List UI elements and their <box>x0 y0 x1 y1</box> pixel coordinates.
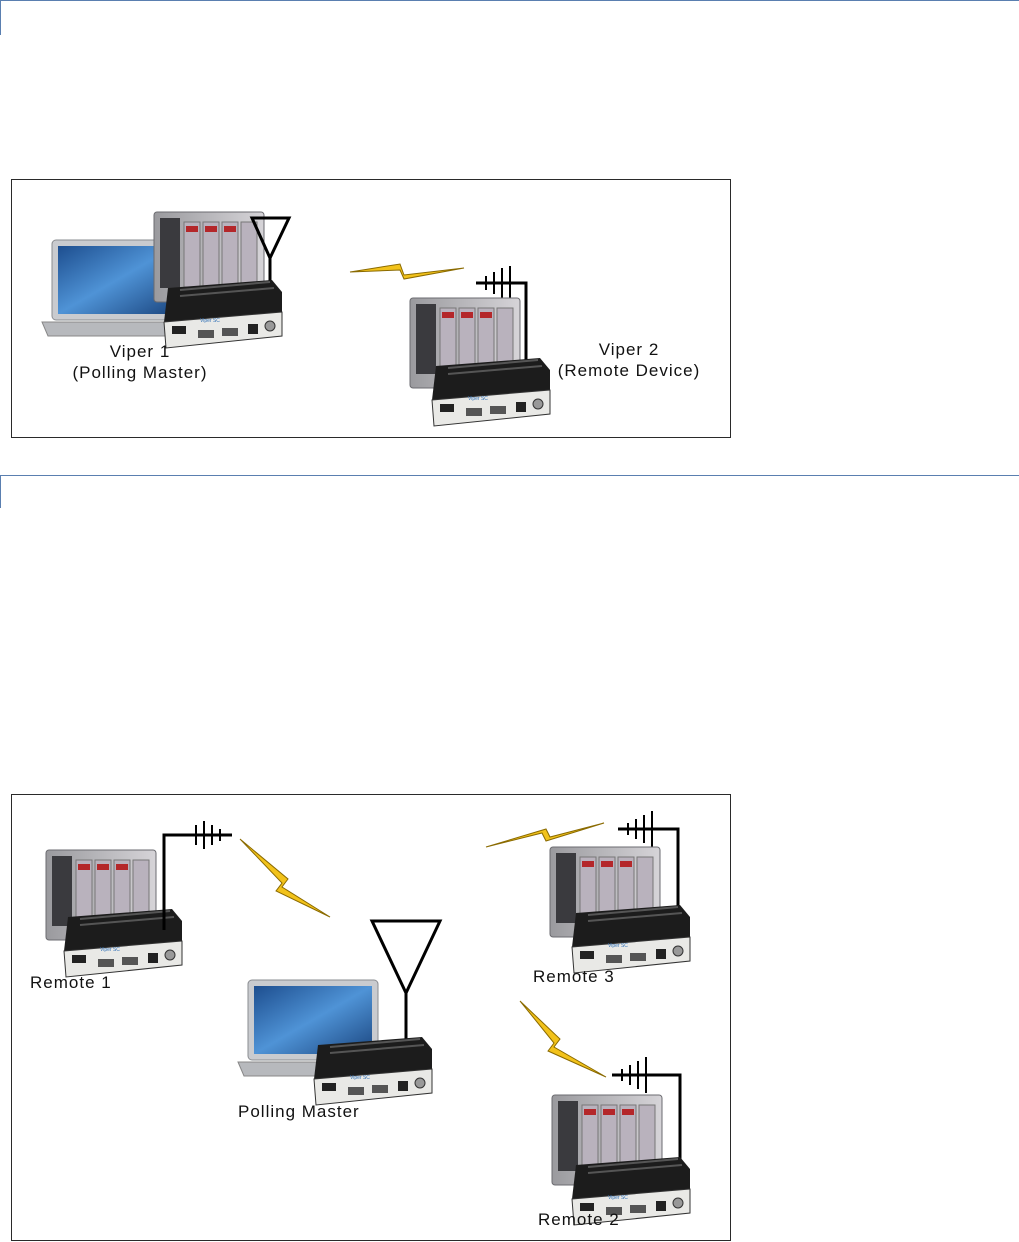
viper-radio-icon <box>163 279 283 349</box>
yagi-antenna-icon <box>612 1057 682 1167</box>
lightning-icon <box>349 263 465 280</box>
polling-master-label: Polling Master <box>238 1102 360 1121</box>
remote1-label: Remote 1 <box>30 973 112 992</box>
section-tick-middle <box>0 475 1 508</box>
yagi-antenna-icon <box>162 821 232 930</box>
viper-radio-icon <box>313 1036 433 1106</box>
remote3-label: Remote 3 <box>533 967 615 986</box>
viper1-name-label: Viper 1 <box>110 342 171 361</box>
figure-point-to-multipoint: Remote 1 Polling Master Remote 3 <box>11 794 731 1241</box>
section-rule-top <box>0 0 1019 1</box>
antenna-icon <box>369 919 443 1055</box>
lightning-icon <box>519 1000 607 1078</box>
section-tick-top <box>0 0 1 35</box>
yagi-antenna-icon <box>618 811 680 917</box>
lightning-icon <box>485 822 605 848</box>
viper2-role-label: (Remote Device) <box>558 361 701 380</box>
section-rule-middle <box>0 475 1019 476</box>
remote2-label: Remote 2 <box>538 1210 620 1229</box>
viper-radio-icon <box>571 904 691 974</box>
viper1-role-label: (Polling Master) <box>72 363 207 382</box>
lightning-icon <box>239 838 331 918</box>
viper-radio-icon <box>431 357 551 427</box>
figure-point-to-point: Viper 1 (Polling Master) Viper 2 (Remote… <box>11 179 731 438</box>
yagi-antenna-icon <box>476 266 528 370</box>
viper2-name-label: Viper 2 <box>599 340 660 359</box>
